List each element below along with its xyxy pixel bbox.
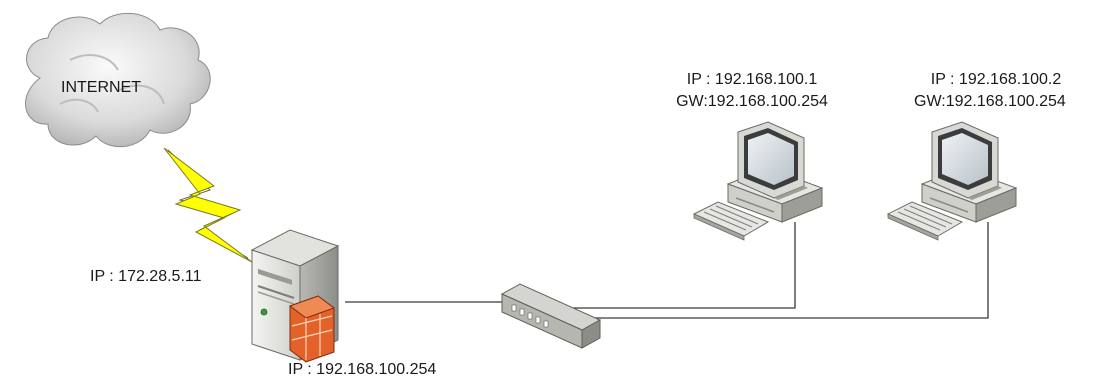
link-switch-pc1 (560, 222, 795, 308)
network-links (345, 222, 988, 318)
network-switch-icon (502, 284, 600, 348)
pc1-ip-label: IP : 192.168.100.1 (672, 70, 832, 90)
lightning-bolt-icon (164, 148, 252, 262)
pc1-computer-icon (694, 122, 822, 240)
pc2-gateway-label: GW:192.168.100.254 (914, 92, 1066, 112)
pc2-ip-label: IP : 192.168.100.2 (912, 70, 1080, 90)
link-switch-pc2 (575, 222, 988, 318)
internet-label: INTERNET (61, 78, 141, 98)
firewall-brick-icon (290, 296, 334, 362)
pc2-computer-icon (888, 122, 1016, 240)
pc1-gateway-label: GW:192.168.100.254 (672, 92, 832, 112)
firewall-lan-ip-label: IP : 192.168.100.254 (288, 360, 436, 380)
firewall-server-icon (252, 230, 338, 362)
firewall-wan-ip-label: IP : 172.28.5.11 (90, 267, 202, 287)
